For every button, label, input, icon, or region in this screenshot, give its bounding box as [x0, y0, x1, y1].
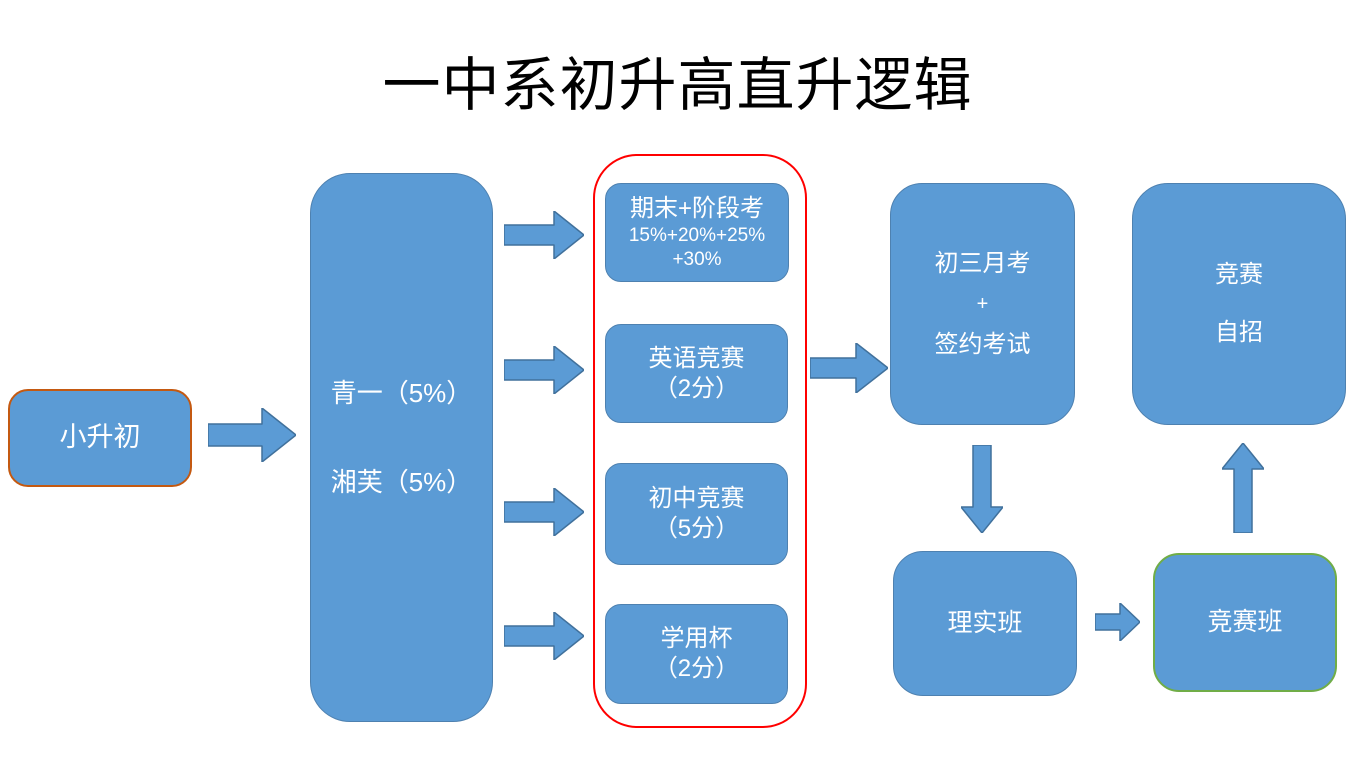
junior-contest-score: （5分） [653, 515, 740, 542]
node-final-exams: 期末+阶段考 15%+20%+25% +30% [605, 183, 789, 282]
right-arrow-icon [504, 612, 584, 660]
xueyong-cup-title: 学用杯 [660, 625, 733, 652]
node-grade9-exam: 初三月考 + 签约考试 [890, 183, 1075, 425]
competition-class-label: 竞赛班 [1207, 607, 1283, 636]
middle-school-line1: 青一（5%） [330, 378, 473, 408]
arrow-exam-to-lishi [961, 445, 1003, 533]
arrow-start-to-middle [208, 408, 296, 462]
node-xiaoshengchu-label: 小升初 [59, 422, 141, 453]
slide-title: 一中系初升高直升逻辑 [382, 53, 973, 118]
arrow-to-grade9-exam [810, 343, 888, 393]
final-exams-detail1: 15%+20%+25% [628, 224, 766, 246]
final-exams-detail2: +30% [672, 248, 722, 270]
xueyong-cup-score: （2分） [653, 655, 740, 682]
arrow-lishi-to-competition [1095, 603, 1140, 641]
middle-school-line2: 湘芙（5%） [330, 466, 473, 497]
lishi-class-label: 理实班 [947, 608, 1023, 637]
arrow-competition-to-outcome [1222, 443, 1264, 533]
outcome-line1: 竞赛 [1215, 261, 1263, 288]
grade9-exam-line1: 初三月考 [934, 249, 1031, 277]
node-english-contest: 英语竞赛 （2分） [605, 324, 788, 423]
node-junior-contest: 初中竞赛 （5分） [605, 463, 788, 565]
right-arrow-icon [810, 343, 888, 393]
node-lishi-class: 理实班 [893, 551, 1077, 696]
scoring-group-outline [593, 154, 807, 728]
node-xueyong-cup: 学用杯 （2分） [605, 604, 788, 704]
node-competition-class: 竞赛班 [1153, 553, 1337, 692]
arrow-to-english-contest [504, 346, 584, 394]
arrow-to-final-exams [504, 211, 584, 259]
junior-contest-title: 初中竞赛 [648, 485, 745, 512]
english-contest-title: 英语竞赛 [648, 344, 745, 372]
right-arrow-icon [1095, 603, 1140, 641]
up-arrow-icon [1222, 443, 1264, 533]
node-middle-schools-text: 青一（5%） 湘芙（5%） [331, 377, 473, 498]
right-arrow-icon [504, 211, 584, 259]
english-contest-score: （2分） [653, 374, 740, 402]
final-exams-title: 期末+阶段考 [629, 194, 764, 222]
down-arrow-icon [961, 445, 1003, 533]
right-arrow-icon [208, 408, 296, 462]
right-arrow-icon [504, 488, 584, 536]
node-xiaoshengchu: 小升初 [8, 389, 192, 487]
node-middle-schools: 青一（5%） 湘芙（5%） [310, 173, 493, 722]
right-arrow-icon [504, 346, 584, 394]
grade9-exam-line3: 签约考试 [934, 330, 1031, 358]
outcome-line2: 自招 [1215, 319, 1263, 346]
arrow-to-xueyong-cup [504, 612, 584, 660]
node-outcome: 竞赛 自招 [1132, 183, 1346, 425]
plus-sign: + [976, 292, 989, 315]
arrow-to-junior-contest [504, 488, 584, 536]
